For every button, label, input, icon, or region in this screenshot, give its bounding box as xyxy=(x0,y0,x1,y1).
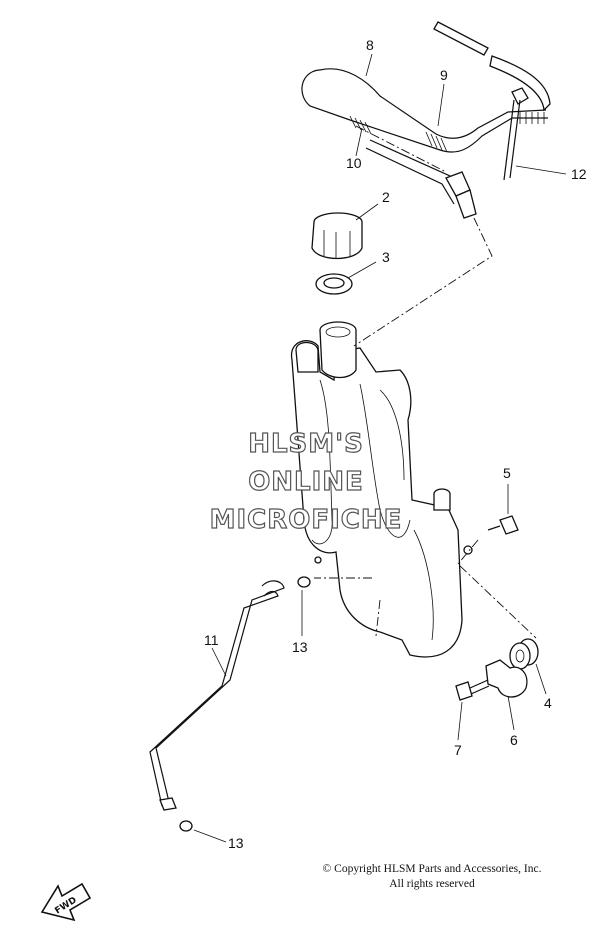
callout-numbers: 8 9 10 12 2 3 5 4 6 7 11 13 13 xyxy=(204,37,587,851)
callout-8: 8 xyxy=(366,37,374,53)
hose-clamp-upper xyxy=(297,576,311,588)
cap-seal xyxy=(315,273,353,295)
coolant-reservoir-tank xyxy=(290,321,473,658)
grommet xyxy=(509,638,539,670)
assembly-lines xyxy=(314,125,537,639)
callout-9: 9 xyxy=(440,67,448,83)
callout-3: 3 xyxy=(382,249,390,265)
callout-6: 6 xyxy=(510,732,518,748)
leader-lines xyxy=(193,53,567,843)
callout-10: 10 xyxy=(346,155,362,171)
watermark-line-1: HLSM'S xyxy=(248,429,364,459)
reservoir-cap xyxy=(311,212,363,260)
callout-11: 11 xyxy=(204,632,219,648)
callout-5: 5 xyxy=(503,465,511,481)
copyright-notice: © Copyright HLSM Parts and Accessories, … xyxy=(323,863,542,890)
callout-13-upper: 13 xyxy=(292,639,308,655)
breather-hose xyxy=(301,21,551,219)
bolt-7 xyxy=(455,679,490,701)
hose-clamp-lower xyxy=(179,820,193,832)
copyright-line-1: © Copyright HLSM Parts and Accessories, … xyxy=(323,863,542,875)
watermark-line-3: MICROFICHE xyxy=(210,505,403,535)
callout-7: 7 xyxy=(454,742,462,758)
watermark: HLSM'S ONLINE MICROFICHE xyxy=(209,428,403,535)
callout-13-lower: 13 xyxy=(228,835,244,851)
hose-clip xyxy=(503,87,529,181)
bracket xyxy=(485,659,528,698)
fwd-arrow-icon: FWD xyxy=(40,882,92,922)
bolt-5 xyxy=(487,515,519,535)
watermark-line-2: ONLINE xyxy=(248,467,364,497)
overflow-hose xyxy=(149,580,285,811)
copyright-line-2: All rights reserved xyxy=(389,878,475,890)
callout-12: 12 xyxy=(571,166,587,182)
callout-2: 2 xyxy=(382,189,390,205)
callout-4: 4 xyxy=(544,695,552,711)
